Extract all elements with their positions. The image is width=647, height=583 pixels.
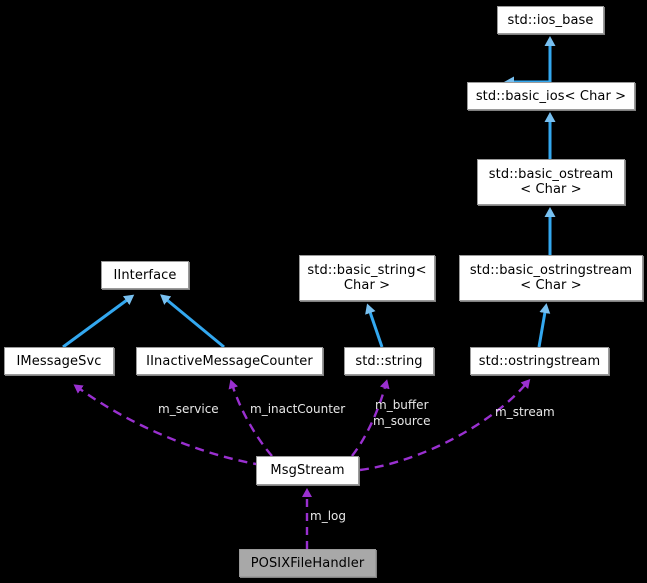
node-std-ostringstream[interactable]: std::ostringstream: [470, 347, 609, 375]
node-std-string[interactable]: std::string: [344, 347, 434, 375]
edge-label-m-stream: m_stream: [495, 405, 555, 419]
node-std-basic-ostringstream[interactable]: std::basic_ostringstream < Char >: [459, 255, 643, 301]
edge-ostringstream-basic-ostringstream: [537, 303, 551, 348]
edge-msgstream-iinactivecounter: [228, 379, 273, 457]
edge-iinactive-iinterface: [160, 294, 225, 349]
edge-imessagesvc-iinterface: [62, 294, 135, 349]
node-msgstream[interactable]: MsgStream: [256, 456, 359, 485]
node-iinactivemessagecounter[interactable]: IInactiveMessageCounter: [136, 347, 323, 375]
node-std-basic-string[interactable]: std::basic_string< Char >: [299, 255, 435, 301]
edge-msgstream-imessagesvc: [73, 384, 263, 467]
node-std-basic-ostream[interactable]: std::basic_ostream < Char >: [477, 159, 625, 205]
edge-msgstream-string: [351, 379, 390, 457]
node-imessagesvc[interactable]: IMessageSvc: [4, 347, 114, 375]
edge-msgstream-ostringstream: [359, 378, 531, 472]
edge-label-m-service: m_service: [158, 402, 219, 416]
edge-label-m-source: m_source: [373, 414, 431, 428]
node-posixfilehandler[interactable]: POSIXFileHandler: [239, 549, 376, 577]
edge-label-m-inactcounter: m_inactCounter: [250, 402, 346, 416]
node-iinterface[interactable]: IInterface: [101, 261, 189, 289]
node-std-basic-ios[interactable]: std::basic_ios< Char >: [467, 82, 635, 110]
edge-label-m-buffer: m_buffer: [375, 398, 429, 412]
edge-label-m-log: m_log: [310, 509, 346, 523]
edge-string-basic-string: [365, 303, 384, 348]
node-std-ios-base[interactable]: std::ios_base: [497, 6, 604, 34]
